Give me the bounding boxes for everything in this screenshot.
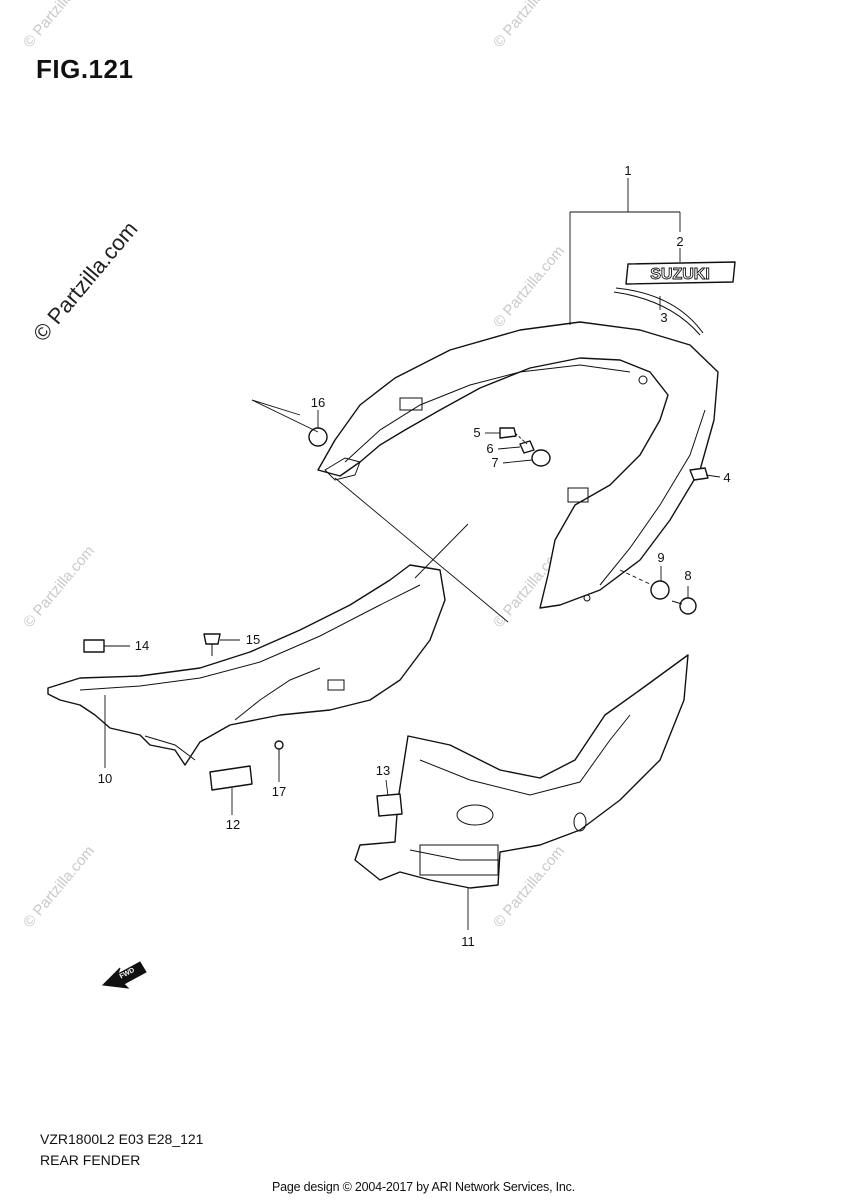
callout-10: 10: [98, 771, 112, 786]
cushion-part: [308, 427, 328, 447]
model-code: VZR1800L2 E03 E28_121: [40, 1131, 204, 1147]
rear-cowl-part: [317, 321, 719, 609]
callout-8: 8: [684, 568, 691, 583]
bolt-collar-grommet-parts: [499, 427, 551, 467]
screw-part: [274, 740, 284, 760]
callout-numbers: 1 2 3 4 5 6 7 8 9 10 11 12 13 14 15 16 1…: [98, 163, 731, 949]
leader-lines: [104, 178, 721, 930]
grommet-part: [83, 639, 105, 653]
rear-fender-part: [47, 564, 446, 766]
callout-1: 1: [624, 163, 631, 178]
callout-7: 7: [491, 455, 498, 470]
pad-part: [209, 765, 253, 791]
emblem-text: SUZUKI: [650, 266, 710, 283]
push-rivet-part: [203, 633, 221, 656]
pad-part-small: [376, 793, 403, 817]
callout-3: 3: [660, 310, 667, 325]
page-footer: Page design © 2004-2017 by ARI Network S…: [272, 1180, 575, 1194]
callout-6: 6: [486, 441, 493, 456]
frame-cover-part: [354, 654, 689, 889]
bolt-grommet-lower-parts: [650, 580, 697, 615]
cowl-stripe-part: [613, 291, 701, 336]
callout-2: 2: [676, 234, 683, 249]
callout-5: 5: [473, 425, 480, 440]
figure-title: FIG.121: [36, 54, 134, 84]
callout-9: 9: [657, 550, 664, 565]
callout-16: 16: [311, 395, 325, 410]
callout-17: 17: [272, 784, 286, 799]
clip-nut-part: [689, 467, 709, 481]
suzuki-emblem-part: SUZUKI: [625, 261, 736, 285]
callout-13: 13: [376, 763, 390, 778]
diagram-name: REAR FENDER: [40, 1152, 141, 1168]
forward-arrow-icon: FWD: [101, 961, 147, 989]
callout-14: 14: [135, 638, 149, 653]
callout-15: 15: [246, 632, 260, 647]
cowl-stripe-part-edge: [615, 287, 704, 334]
callout-12: 12: [226, 817, 240, 832]
callout-11: 11: [461, 934, 475, 949]
callout-4: 4: [723, 470, 730, 485]
